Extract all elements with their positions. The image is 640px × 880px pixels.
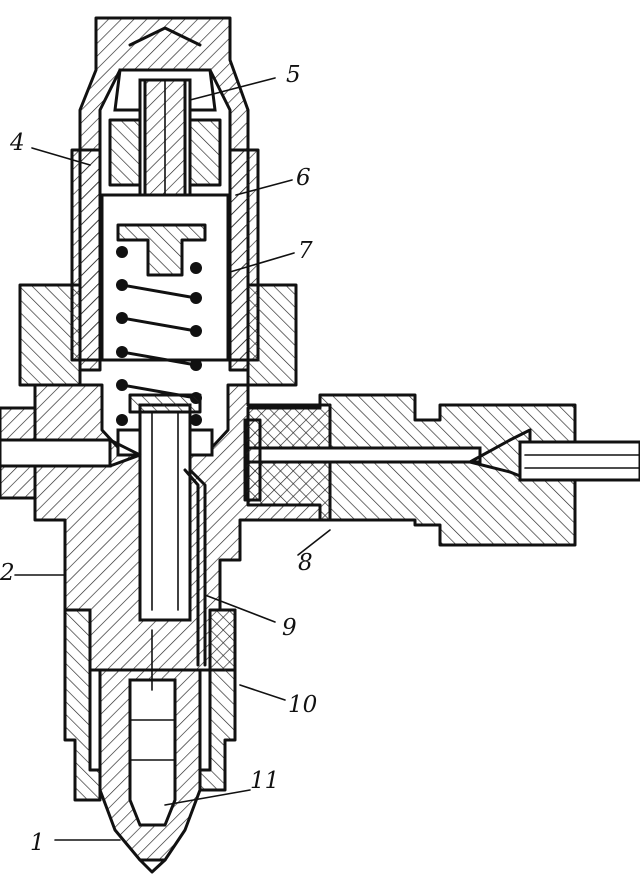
callout-5: 5 xyxy=(286,62,301,88)
callout-1: 1 xyxy=(30,830,45,856)
nozzle-nut xyxy=(63,608,237,802)
push-rod xyxy=(128,393,207,667)
fuel-inlet-left xyxy=(0,406,142,500)
nozzle xyxy=(98,629,202,874)
callout-8: 8 xyxy=(298,550,313,576)
spring-plate xyxy=(116,223,207,277)
callout-11: 11 xyxy=(250,768,279,794)
callout-labels: 1 2 4 5 6 7 8 9 10 11 xyxy=(0,62,317,856)
callout-9: 9 xyxy=(282,615,297,641)
adjusting-screw xyxy=(108,78,222,217)
callout-7: 7 xyxy=(298,238,313,264)
callout-2: 2 xyxy=(0,560,15,586)
callout-6: 6 xyxy=(296,165,311,191)
callout-4: 4 xyxy=(9,130,25,156)
leader-lines xyxy=(14,77,331,841)
callout-10: 10 xyxy=(288,692,317,718)
inlet-connector xyxy=(243,393,640,547)
